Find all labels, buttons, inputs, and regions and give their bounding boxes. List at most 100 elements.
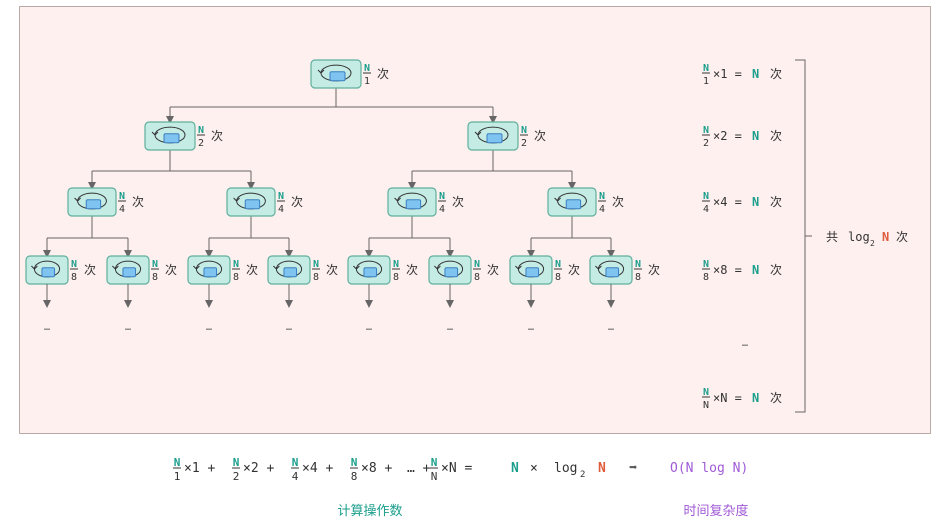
ellipsis: … xyxy=(528,322,534,333)
caption-time-complexity: 时间复杂度 xyxy=(683,504,749,519)
task-block-icon xyxy=(85,199,102,210)
node-count-numerator: N xyxy=(364,63,370,74)
total-log-base: 2 xyxy=(870,239,875,248)
loop-arrowhead-icon xyxy=(515,265,522,270)
task-block-icon xyxy=(525,267,540,278)
tree-node: N4次 xyxy=(67,187,144,217)
leaf-continuation: … xyxy=(527,284,535,333)
leaf-continuation: … xyxy=(607,284,615,333)
task-block-icon xyxy=(329,71,346,82)
row-times-label: 次 xyxy=(770,391,782,405)
loop-arrowhead-icon xyxy=(353,265,360,270)
tree-node: N2次 xyxy=(144,121,223,151)
node-count-numerator: N xyxy=(393,259,399,270)
node-count-denominator: 8 xyxy=(635,272,641,283)
node-times-label: 次 xyxy=(326,263,338,277)
node-count-numerator: N xyxy=(555,259,561,270)
row-result: N xyxy=(752,263,759,277)
task-block-icon xyxy=(283,267,298,278)
row-numerator: N xyxy=(703,387,709,398)
node-times-label: 次 xyxy=(246,263,258,277)
task-block-icon xyxy=(444,267,459,278)
formula-term-numerator: N xyxy=(292,456,299,469)
task-block-icon xyxy=(486,133,503,144)
row-times-label: 次 xyxy=(770,67,782,81)
caption-operation-count: 计算操作数 xyxy=(337,504,403,519)
row-numerator: N xyxy=(703,63,709,74)
loop-arrowhead-icon xyxy=(233,197,240,202)
formula-ellipsis: … + xyxy=(407,461,431,476)
loop-arrowhead-icon xyxy=(554,197,561,202)
loop-arrowhead-icon xyxy=(31,265,38,270)
formula-term-numerator: N xyxy=(351,456,358,469)
total-log: log xyxy=(848,230,870,244)
node-count-numerator: N xyxy=(313,259,319,270)
loop-arrowhead-icon xyxy=(273,265,280,270)
formula-term-denominator: 1 xyxy=(174,470,181,483)
node-times-label: 次 xyxy=(568,263,580,277)
node-count-denominator: 2 xyxy=(198,138,204,149)
formula-term-numerator: N xyxy=(233,456,240,469)
node-count-denominator: 4 xyxy=(439,204,445,215)
formula-last-rest: ×N = xyxy=(441,461,472,476)
leaf-continuation: … xyxy=(43,284,51,333)
node-times-label: 次 xyxy=(84,263,96,277)
row-result: N xyxy=(752,129,759,143)
node-count-numerator: N xyxy=(278,191,284,202)
node-count-numerator: N xyxy=(599,191,605,202)
node-count-denominator: 8 xyxy=(152,272,158,283)
arrow-icon: ➡ xyxy=(629,460,637,476)
node-count-numerator: N xyxy=(119,191,125,202)
node-count-numerator: N xyxy=(474,259,480,270)
tree-node: N8次 xyxy=(509,255,580,285)
node-times-label: 次 xyxy=(648,263,660,277)
leaf-continuation: … xyxy=(285,284,293,333)
total-n: N xyxy=(882,230,889,244)
row-times-label: 次 xyxy=(770,263,782,277)
loop-arrowhead-icon xyxy=(317,69,325,74)
formula-term-rest: ×8 + xyxy=(361,461,392,476)
node-times-label: 次 xyxy=(377,67,389,81)
row-numerator: N xyxy=(703,191,709,202)
formula-result-n: N xyxy=(511,461,519,476)
task-block-icon xyxy=(41,267,56,278)
tree-node: N1次 xyxy=(310,59,389,89)
row-numerator: N xyxy=(703,125,709,136)
task-block-icon xyxy=(605,267,620,278)
tree-node: N8次 xyxy=(187,255,258,285)
tree-node: N4次 xyxy=(226,187,303,217)
node-count-numerator: N xyxy=(198,125,204,136)
task-block-icon xyxy=(405,199,422,210)
loop-arrowhead-icon xyxy=(151,131,159,136)
total-bracket xyxy=(795,59,812,413)
leaf-continuation: … xyxy=(205,284,213,333)
loop-arrowhead-icon xyxy=(193,265,200,270)
loop-arrowhead-icon xyxy=(434,265,441,270)
node-count-numerator: N xyxy=(635,259,641,270)
task-block-icon xyxy=(203,267,218,278)
total-prefix: 共 xyxy=(826,230,838,244)
tree-node: N8次 xyxy=(428,255,499,285)
column-ellipsis: … xyxy=(742,338,748,349)
row-denominator: 1 xyxy=(703,76,709,87)
task-block-icon xyxy=(244,199,261,210)
row-multiplier: ×4 = xyxy=(713,195,742,209)
formula-term-denominator: 2 xyxy=(233,470,240,483)
tree-node: N8次 xyxy=(25,255,96,285)
formula-term-denominator: 8 xyxy=(351,470,358,483)
task-block-icon xyxy=(122,267,137,278)
formula-term-rest: ×4 + xyxy=(302,461,333,476)
loop-arrowhead-icon xyxy=(112,265,119,270)
bracket-line xyxy=(795,59,806,413)
node-times-label: 次 xyxy=(406,263,418,277)
tree-connector xyxy=(205,216,293,258)
row-multiplier: ×1 = xyxy=(713,67,742,81)
tree-connector xyxy=(166,88,497,124)
tree-node: N8次 xyxy=(267,255,338,285)
formula-times: × xyxy=(530,461,538,476)
